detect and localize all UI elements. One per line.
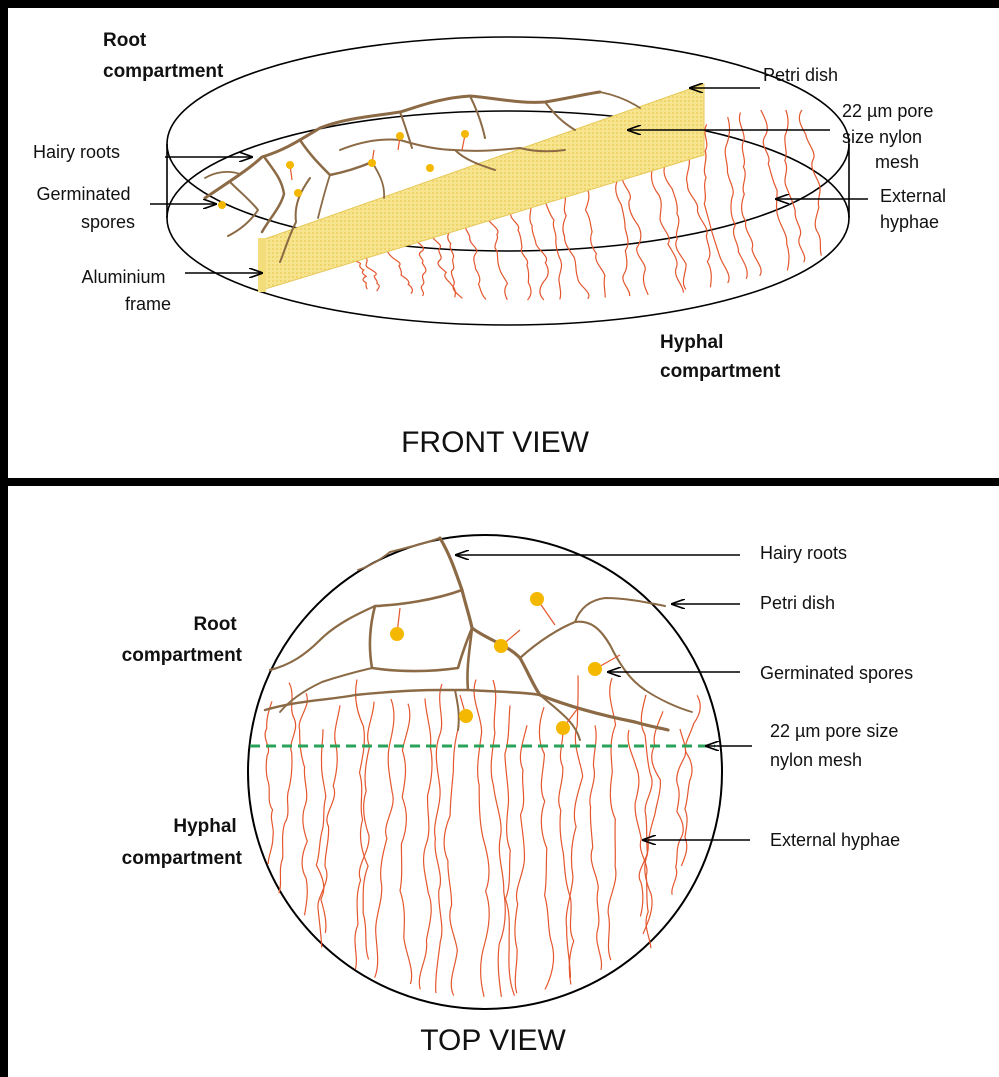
- hypha-strand: [318, 705, 340, 947]
- hypha-strand: [639, 711, 663, 916]
- front-petri-dish-label: Petri dish: [763, 65, 838, 85]
- hypha-strand: [590, 725, 602, 970]
- hypha-strand: [299, 693, 307, 915]
- front-nylon-mesh: [262, 84, 704, 290]
- front-root-compartment-label: Root compartment: [103, 30, 224, 82]
- hypha-strand: [316, 729, 326, 933]
- top-hairy-roots-label: Hairy roots: [760, 543, 847, 563]
- hypha-strand: [419, 698, 432, 989]
- top-petri-dish: [248, 535, 722, 1009]
- hypha-strand: [279, 683, 296, 894]
- hypha-strand: [628, 730, 651, 948]
- hypha-strand: [785, 110, 805, 262]
- hypha-strand: [608, 678, 616, 960]
- front-external-hyphae-label: External hyphae: [880, 186, 951, 232]
- hypha-strand: [265, 701, 273, 864]
- front-nylon-mesh-label: 22 µm pore size nylon mesh: [842, 101, 938, 172]
- front-view-title: FRONT VIEW: [401, 426, 589, 459]
- hypha-strand: [474, 680, 489, 997]
- top-petri-dish-label: Petri dish: [760, 593, 835, 613]
- hypha-strand: [672, 729, 686, 895]
- hypha-strand: [435, 684, 442, 993]
- top-nylon-mesh-label: 22 µm pore size nylon mesh: [770, 721, 903, 770]
- top-hairy-roots: [265, 538, 692, 740]
- top-germinated-spores-label: Germinated spores: [760, 663, 913, 683]
- hypha-strand: [799, 110, 821, 256]
- hypha-strand: [505, 705, 515, 995]
- front-aluminium-frame-label: Aluminium frame: [81, 267, 171, 314]
- front-aluminium-frame: [258, 238, 266, 292]
- hypha-strand: [739, 113, 761, 276]
- front-germinated-spores-label: Germinated spores: [36, 184, 135, 232]
- hypha-strand: [444, 726, 459, 996]
- hypha-strand: [515, 725, 527, 993]
- hypha-strand: [491, 680, 505, 997]
- top-root-compartment-label: Root compartment: [122, 614, 243, 666]
- hypha-strand: [761, 110, 789, 270]
- front-view-panel: Root compartment Hairy roots Germinated …: [33, 30, 951, 459]
- top-view-title: TOP VIEW: [420, 1024, 566, 1057]
- hypha-strand: [539, 707, 553, 989]
- front-hairy-roots-label: Hairy roots: [33, 142, 120, 162]
- front-hyphal-compartment-label: Hyphal compartment: [660, 332, 781, 382]
- top-view-panel: Root compartment Hyphal compartment Hair…: [122, 535, 913, 1057]
- top-germinated-spores: [390, 592, 620, 735]
- top-hyphal-compartment-label: Hyphal compartment: [122, 816, 243, 869]
- top-external-hyphae-label: External hyphae: [770, 830, 900, 850]
- hypha-strand: [375, 699, 394, 978]
